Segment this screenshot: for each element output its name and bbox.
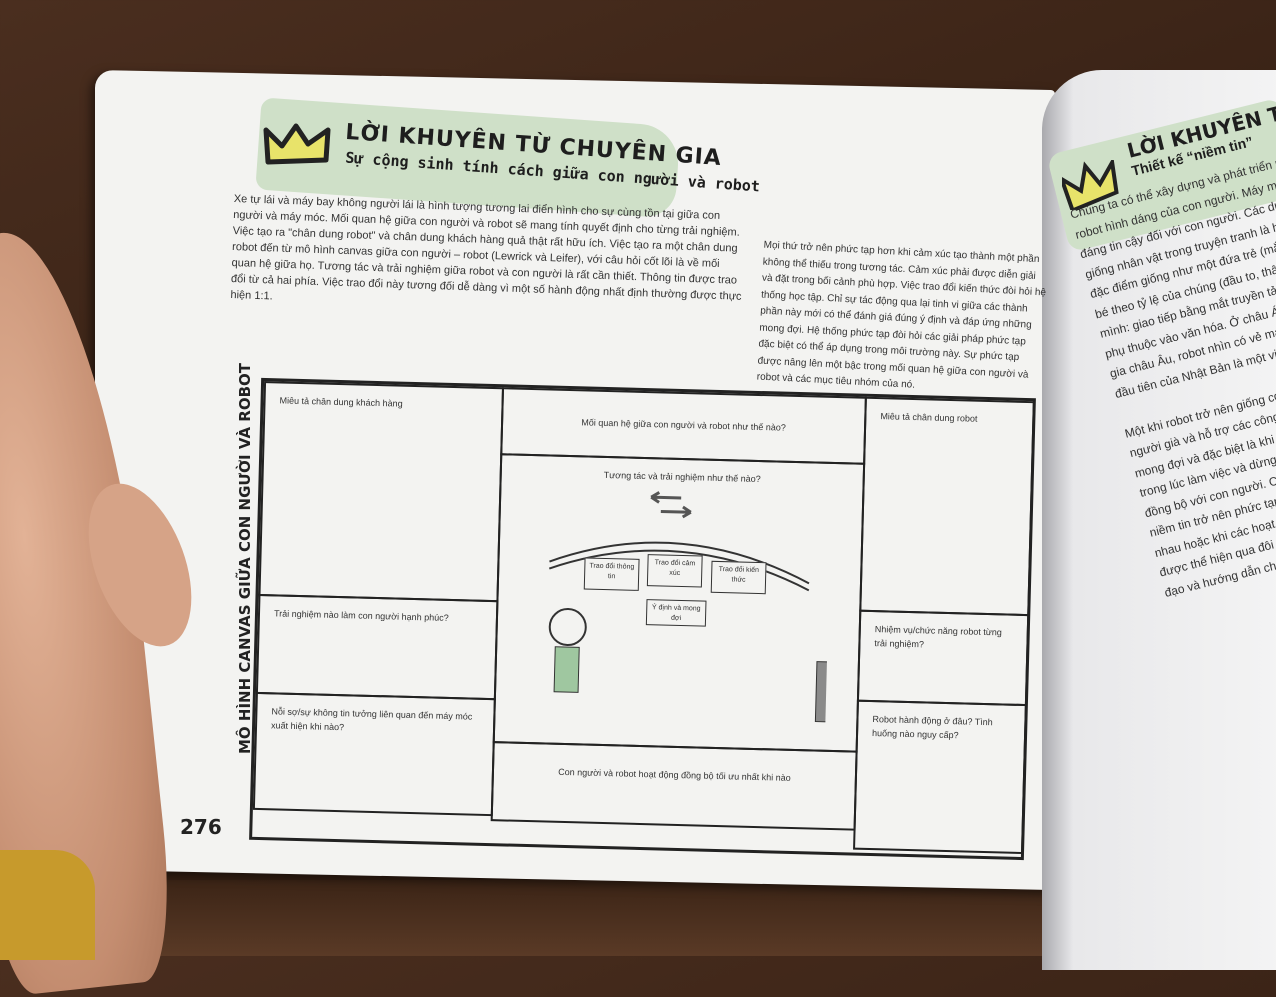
crown-icon xyxy=(1062,160,1119,210)
cell-robot-where: Robot hành động ở đâu? Tình huống nào ng… xyxy=(853,699,1027,855)
yellow-sleeve xyxy=(0,850,95,960)
canvas-vertical-title: MÔ HÌNH CANVAS GIỮA CON NGƯỜI VÀ ROBOT xyxy=(236,363,254,754)
human-head xyxy=(548,608,587,647)
body-paragraph-2: Mọi thứ trở nên phức tạp hơn khi cảm xúc… xyxy=(756,239,1047,391)
box-exchange-emotion: Trao đổi cảm xúc xyxy=(646,554,703,588)
cell-robot-persona: Miêu tả chân dung robot xyxy=(859,396,1035,617)
arrow-left-icon xyxy=(650,491,682,504)
cell-label: Nhiệm vụ/chức năng robot từng trải nghiệ… xyxy=(874,624,1003,650)
cell-happy-experience: Trải nghiệm nào làm con người hạnh phúc? xyxy=(255,593,499,701)
cell-label: Miêu tả chân dung robot xyxy=(880,411,978,424)
cell-customer-persona: Miêu tả chân dung khách hàng xyxy=(258,381,505,603)
arrow-right-icon xyxy=(660,505,692,519)
crown-icon xyxy=(263,123,331,165)
body-paragraph-1: Xe tự lái và máy bay không người lái là … xyxy=(230,193,742,303)
box-exchange-info: Trao đổi thông tin xyxy=(583,557,640,591)
cell-label: Robot hành động ở đâu? Tình huống nào ng… xyxy=(871,714,993,741)
cell-fear: Nỗi sợ/sự không tin tưởng liên quan đến … xyxy=(252,691,496,817)
cell-label: Tương tác và trải nghiệm như thế nào? xyxy=(603,469,761,485)
cell-robot-tasks: Nhiệm vụ/chức năng robot từng trải nghiệ… xyxy=(856,609,1030,707)
box-intent: Ý định và mong đợi xyxy=(645,599,707,627)
page-number: 276 xyxy=(180,815,222,839)
robot-body xyxy=(814,661,832,723)
cell-label: Miêu tả chân dung khách hàng xyxy=(279,395,403,409)
cell-relationship: Mối quan hệ giữa con người và robot như … xyxy=(500,387,867,465)
cell-label: Con người và robot hoạt động đồng bộ tối… xyxy=(558,766,791,783)
cell-label: Nỗi sợ/sự không tin tưởng liên quan đến … xyxy=(270,706,473,733)
cell-interaction: Tương tác và trải nghiệm như thế nào? Tr… xyxy=(492,453,866,753)
human-body xyxy=(553,646,580,693)
cell-label: Mối quan hệ giữa con người và robot như … xyxy=(581,417,786,433)
human-robot-canvas: Miêu tả chân dung khách hàng Trải nghiệm… xyxy=(249,377,1036,861)
box-exchange-knowledge: Trao đổi kiến thức xyxy=(710,560,767,595)
cell-label: Trải nghiệm nào làm con người hạnh phúc? xyxy=(273,608,449,623)
cell-sync: Con người và robot hoạt động đồng bộ tối… xyxy=(490,741,858,831)
